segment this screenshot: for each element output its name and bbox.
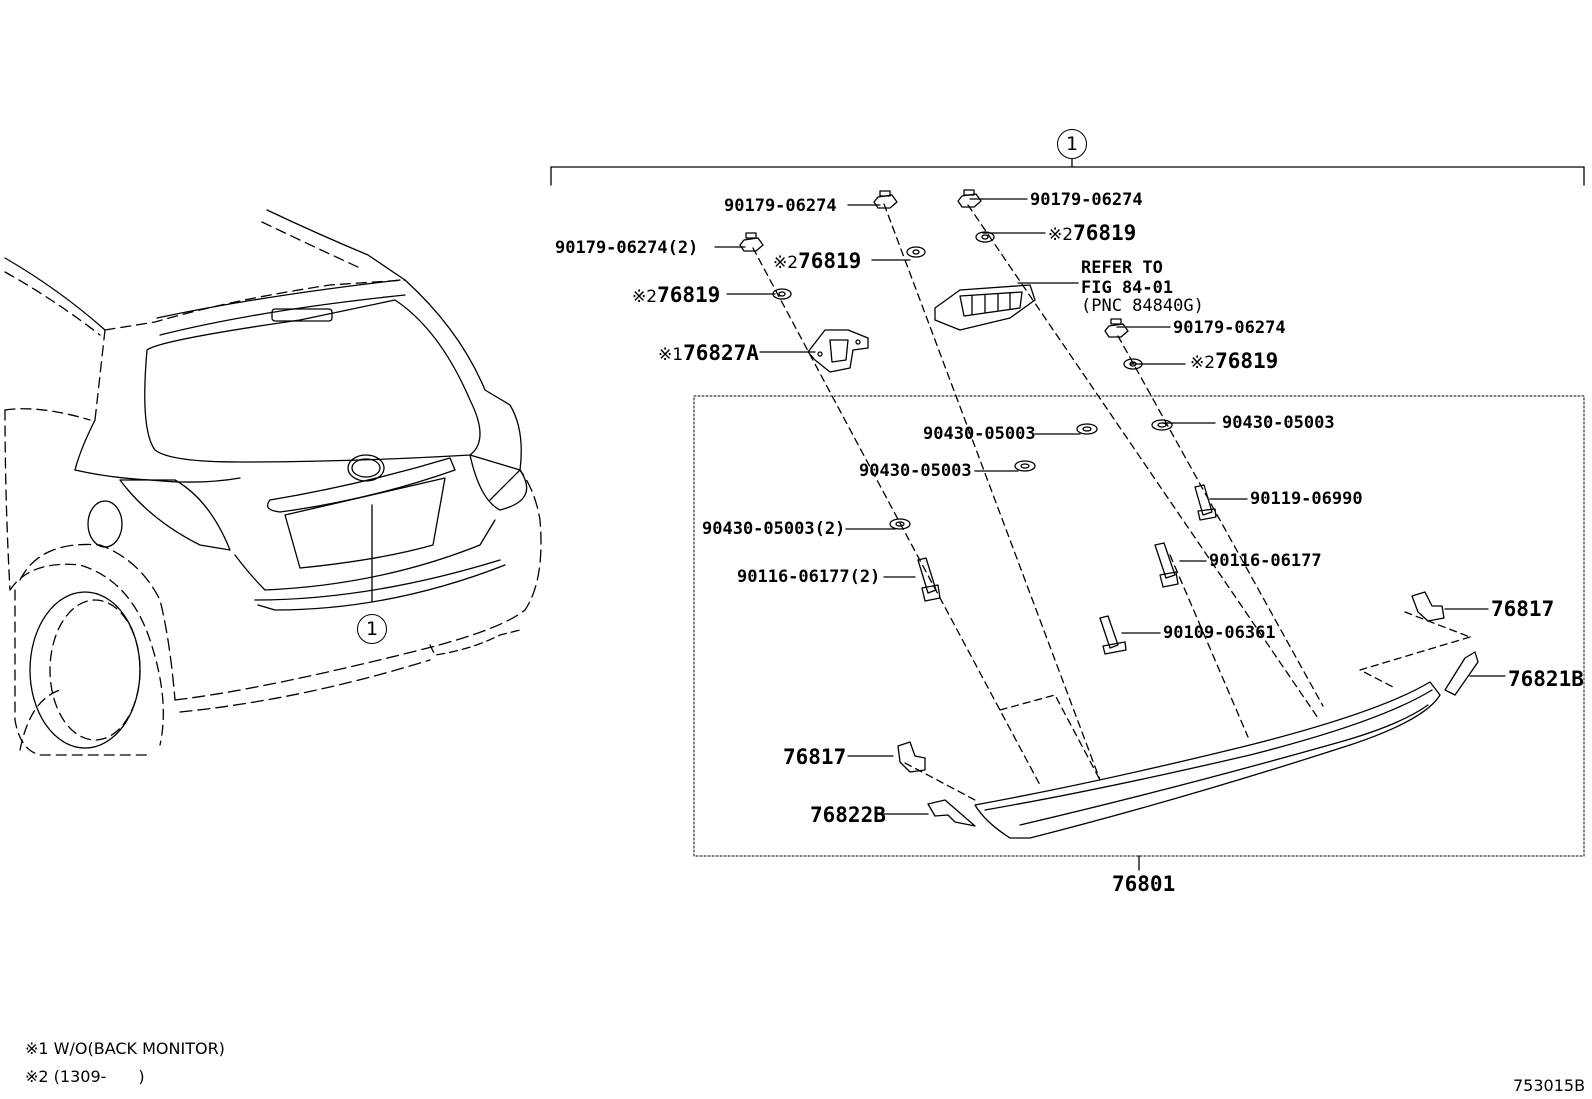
nut-90179-a (874, 191, 897, 208)
bolt-90119 (1195, 485, 1216, 520)
clip-76817-right (1412, 592, 1444, 621)
label-90179-06274-a: 90179-06274 (724, 196, 837, 216)
parts-drawings (740, 190, 1478, 838)
bolt-90116-a (1155, 543, 1178, 587)
end-cap-76821b (1445, 652, 1478, 695)
label-76822b: 76822B (810, 803, 886, 827)
label-90116-06177-b: 90116-06177(2) (737, 567, 881, 587)
label-76819-a: ※276819 (1048, 221, 1137, 245)
exploded-axis-lines (753, 204, 1470, 800)
nut-90179-b (958, 190, 981, 207)
label-76817-right: 76817 (1491, 597, 1555, 621)
end-cap-76822b (928, 800, 975, 826)
footnote-2: ※2 (1309- ) (25, 1067, 145, 1086)
callout-vehicle: 1 (357, 614, 387, 644)
assembly-bracket (551, 153, 1584, 185)
subassembly-frame (694, 396, 1584, 856)
callout-assembly: 1 (1057, 129, 1087, 159)
label-90430-05003-c: 90430-05003 (859, 461, 972, 481)
label-90116-06177-a: 90116-06177 (1209, 551, 1322, 571)
label-90430-05003-d: 90430-05003(2) (702, 519, 846, 539)
label-90430-05003-a: 90430-05003 (923, 424, 1036, 444)
figure-id: 753015B (1513, 1076, 1586, 1095)
clip-76817-left (898, 742, 925, 772)
label-90179-06274-b: 90179-06274 (1030, 190, 1143, 210)
vehicle-rear-illustration (5, 210, 541, 755)
bolt-90116-b (918, 558, 940, 601)
label-90109-06361: 90109-06361 (1163, 623, 1276, 643)
nut-90179-d (1105, 319, 1128, 337)
footnote-1: ※1 W/O(BACK MONITOR) (25, 1039, 225, 1058)
label-90119-06990: 90119-06990 (1250, 489, 1363, 509)
label-refer-line1: REFER TO (1081, 258, 1163, 278)
label-76819-c: ※276819 (632, 283, 721, 307)
label-76827a: ※176827A (658, 341, 759, 365)
label-90179-06274-c: 90179-06274(2) (555, 238, 699, 258)
garnish-76801 (975, 682, 1440, 838)
label-90179-06274-d: 90179-06274 (1173, 318, 1286, 338)
label-76801: 76801 (1112, 872, 1176, 896)
label-refer-line3: (PNC 84840G) (1081, 296, 1204, 316)
label-refer-line2: FIG 84-01 (1081, 278, 1174, 298)
label-76821b: 76821B (1508, 667, 1584, 691)
label-76817-left: 76817 (783, 745, 847, 769)
label-76819-b: ※276819 (773, 249, 862, 273)
nut-90179-c (740, 233, 763, 251)
bolt-90109 (1100, 616, 1126, 654)
label-90430-05003-b: 90430-05003 (1222, 413, 1335, 433)
label-76819-d: ※276819 (1190, 349, 1279, 373)
